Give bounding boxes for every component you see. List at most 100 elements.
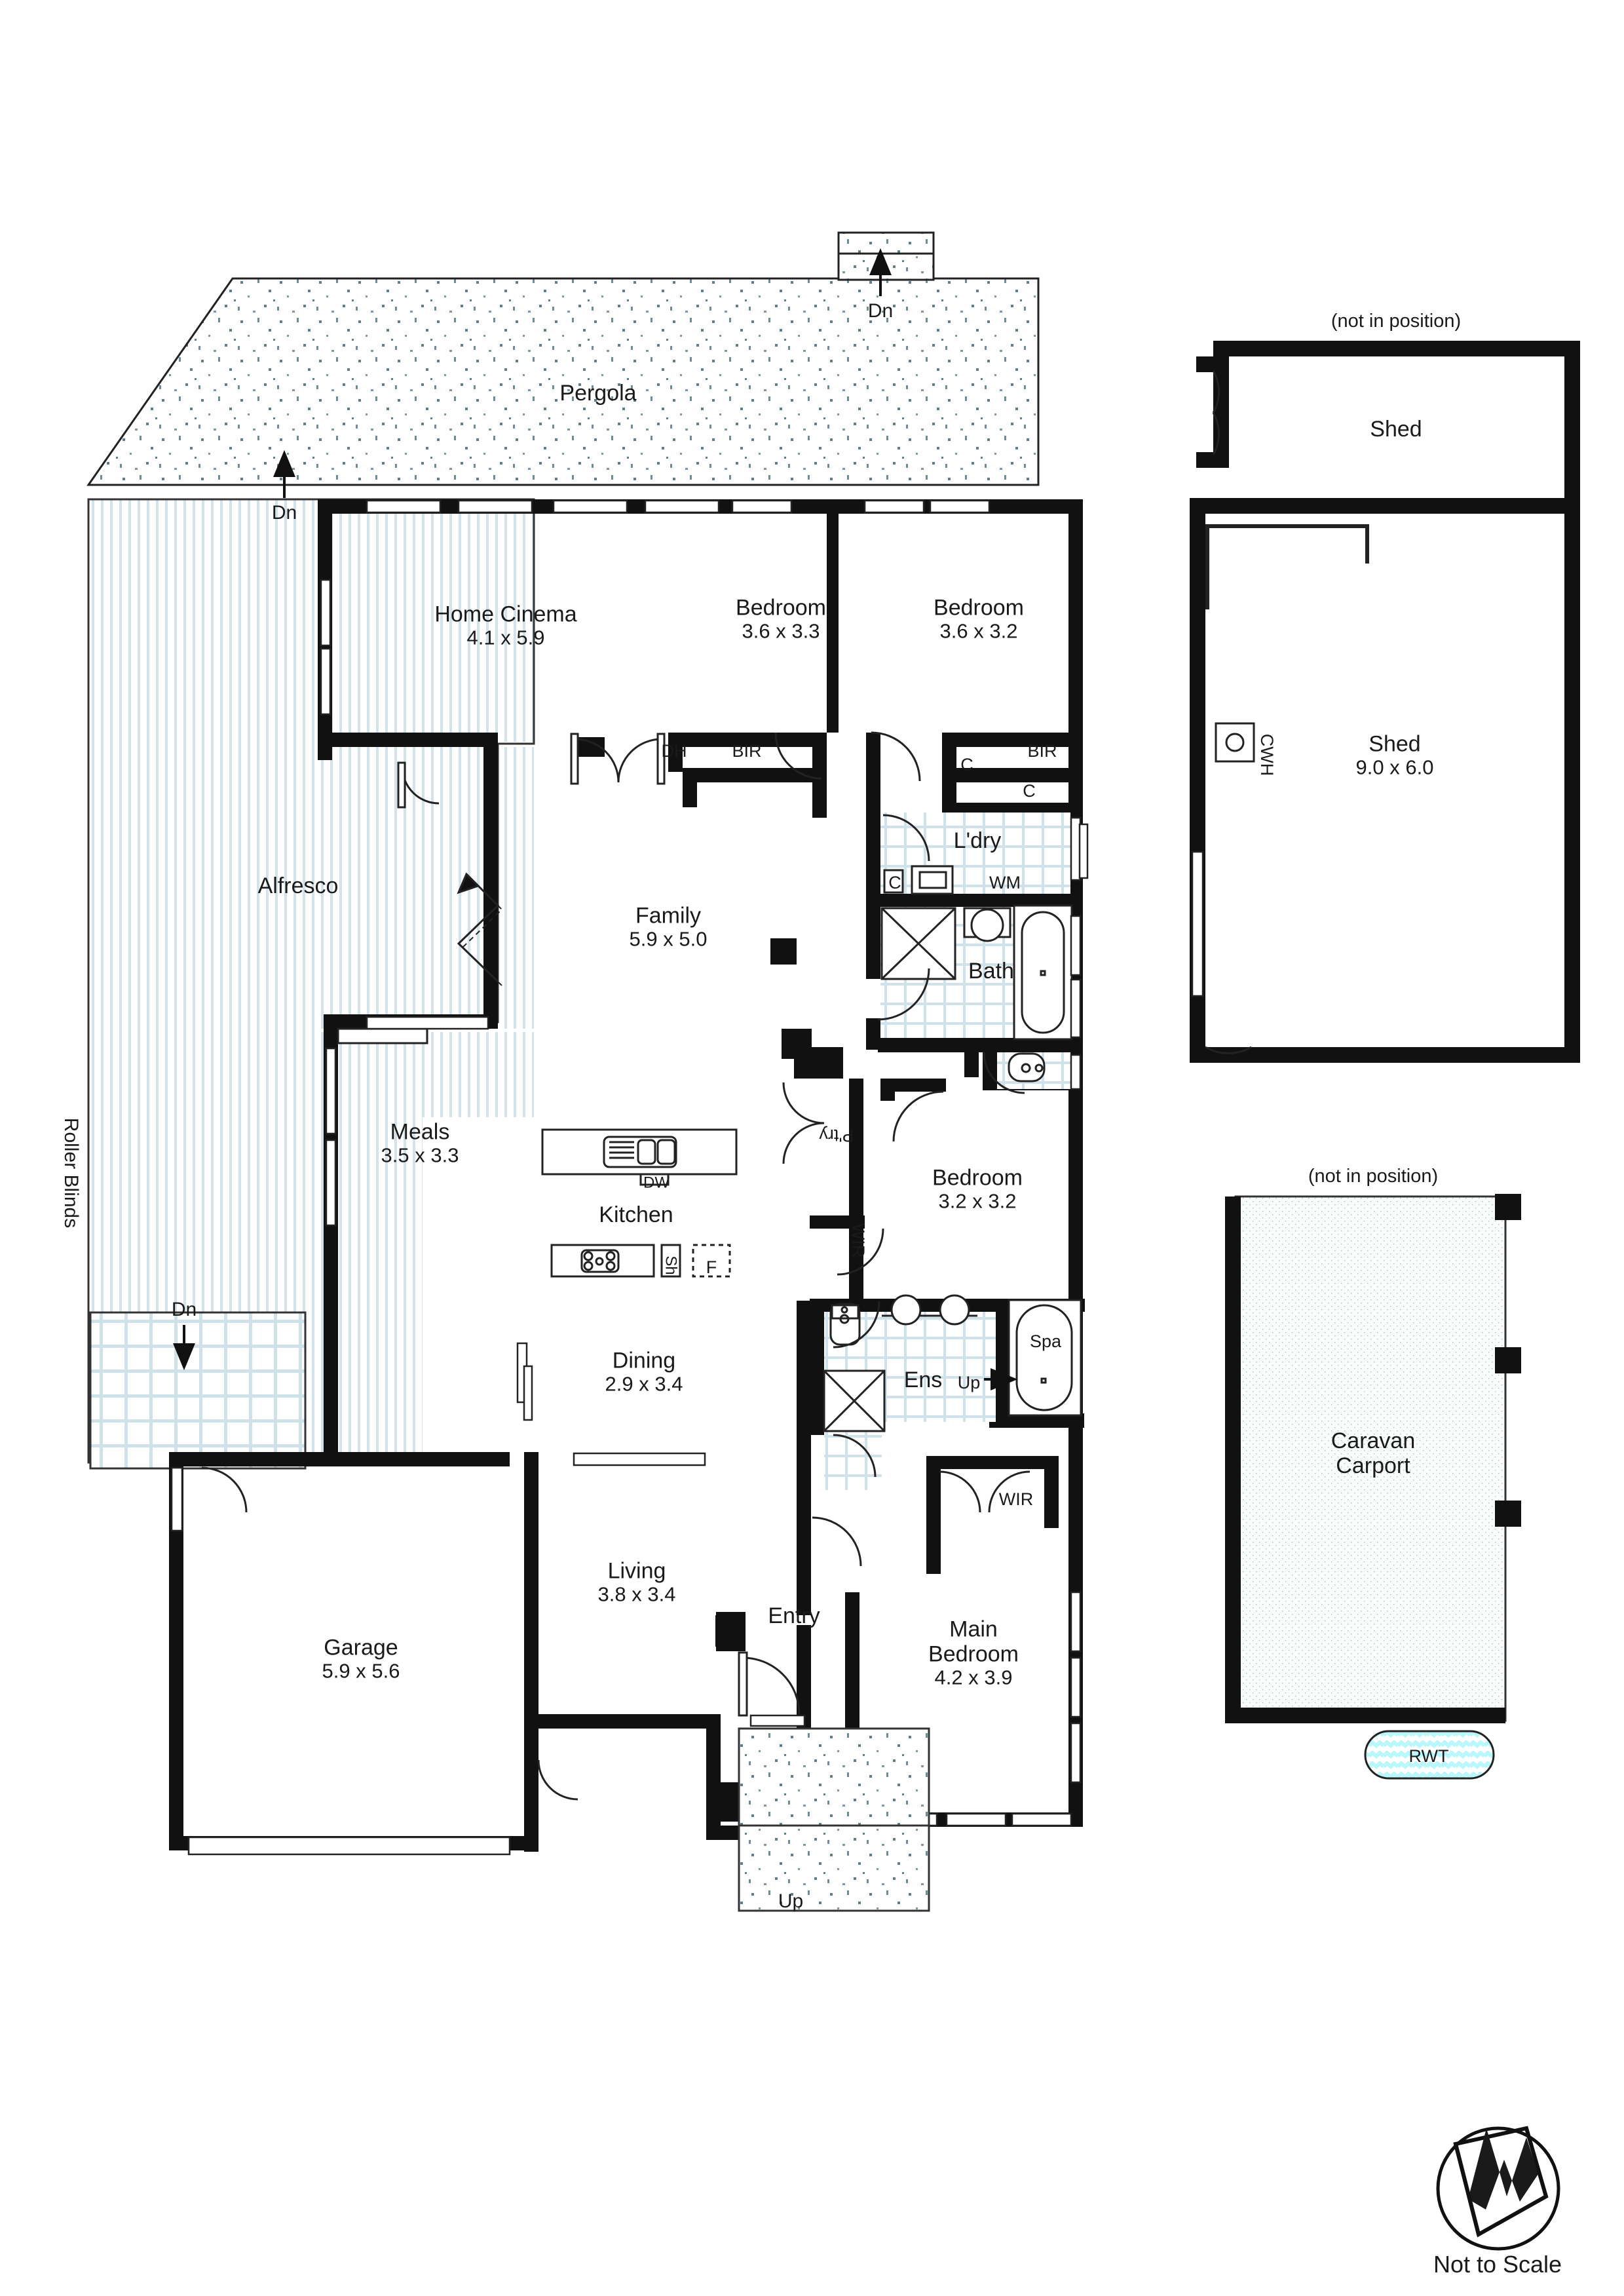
room-dimension: 4.2 x 3.9 [934,1666,1013,1689]
fixture-label-c-3: C [888,873,901,892]
fixture-label-wir-1: WIR [848,1223,868,1257]
room-dimension: 3.6 x 3.2 [939,619,1018,643]
room-name: Living [607,1558,666,1584]
outbuilding-name: Shed [1370,416,1422,442]
outbuilding-dimension: 9.0 x 6.0 [1355,756,1434,779]
room-dimension: 2.9 x 3.4 [605,1372,683,1396]
fixture-label-wm: WM [989,873,1021,892]
note-text: (not in position) [1331,310,1462,332]
room-name: L'dry [953,828,1002,853]
room-name: Family [635,903,702,928]
fixture-label-up-ens: Up [958,1373,981,1392]
room-label-laundry: L'dry [954,828,1002,853]
room-label-bath: Bath [968,959,1014,984]
room-dimension: 3.6 x 3.3 [742,619,820,643]
fixture-label-wir-2: WIR [999,1489,1033,1509]
room-name: Ens [903,1367,943,1392]
room-dimension: 3.5 x 3.3 [381,1143,459,1167]
fixture-text: BIR [1027,740,1057,761]
direction-text: Up [778,1890,804,1913]
fixture-text: DH [661,740,687,761]
fixture-label-c-1: C [960,755,973,775]
direction-text: Dn [271,502,297,524]
fixture-text: Up [957,1372,981,1392]
fixture-label-spa: Spa [1030,1331,1061,1351]
fixture-label-f: F [706,1257,717,1277]
outbuilding-label-shed-top: Shed [1370,417,1422,442]
direction-text: Dn [867,300,894,322]
room-name: Home Cinema [434,602,577,627]
room-name: Entry [768,1603,820,1628]
direction-label-dn-deck: Dn [272,502,297,524]
direction-text: Dn [171,1299,197,1321]
room-name: Dining [612,1348,676,1373]
fixture-text: C [888,872,901,892]
room-name: Pergola [559,380,637,406]
fixture-text: WIR [848,1223,869,1258]
fixture-label-sh: Sh [662,1255,679,1274]
room-name: Bedroom [736,595,826,621]
fixture-text: C [1023,780,1036,801]
room-dimension: 3.8 x 3.4 [597,1582,676,1606]
fixture-text: Spa [1029,1331,1062,1351]
fixture-text: WM [989,872,1021,892]
direction-label-dn-pergola: Dn [868,300,893,322]
fixture-text: BIR [732,740,762,761]
fixture-text: C [960,754,973,775]
fixture-text: P'try [819,1126,854,1146]
fixture-label-dw: DW [643,1174,670,1193]
fixture-label-pantry: P'try [819,1126,854,1145]
scale-text: Not to Scale [1433,2250,1562,2278]
room-name: Meals [390,1119,450,1145]
room-dimension: 4.1 x 5.9 [466,626,545,649]
room-name: Garage [324,1635,398,1660]
fixture-text: CWH [1257,733,1277,776]
outbuilding-fixture-rwt: RWT [1409,1746,1449,1766]
room-name: Bedroom [934,595,1024,621]
room-name: Bath [968,958,1014,984]
room-dimension: 5.9 x 5.6 [322,1659,400,1683]
fixture-label-dh: DH [662,741,687,761]
fixture-label-bir-2: BIR [1027,741,1057,761]
room-label-pergola: Pergola [559,381,636,406]
roller-blinds-label: Roller Blinds [60,1118,82,1228]
room-dimension: 5.9 x 5.0 [629,927,708,951]
direction-label-dn-patio: Dn [172,1299,197,1321]
room-label-ensuite: Ens [904,1368,943,1392]
room-name: Bedroom [932,1165,1023,1191]
fixture-text: F [706,1257,717,1277]
outbuilding-name: Shed [1369,731,1421,757]
fixture-text: RWT [1408,1746,1449,1766]
outbuilding-note-carport: (not in position) [1308,1166,1438,1187]
fixture-text: WIR [998,1489,1034,1509]
outbuilding-note-shed-top: (not in position) [1331,311,1461,332]
fixture-text: Sh [662,1255,680,1275]
room-label-entry: Entry [768,1603,820,1628]
room-name: Alfresco [257,873,339,898]
direction-label-up-entry: Up [778,1890,803,1913]
room-label-kitchen: Kitchen [599,1202,673,1227]
room-name: Kitchen [599,1202,673,1227]
room-label-alfresco: Alfresco [258,873,339,898]
roller-blinds-text: Roller Blinds [60,1117,82,1229]
room-dimension: 3.2 x 3.2 [938,1189,1017,1213]
note-text: (not in position) [1308,1165,1439,1187]
fixture-label-c-2: C [1023,781,1036,801]
not-to-scale-label: Not to Scale [1433,2251,1562,2278]
